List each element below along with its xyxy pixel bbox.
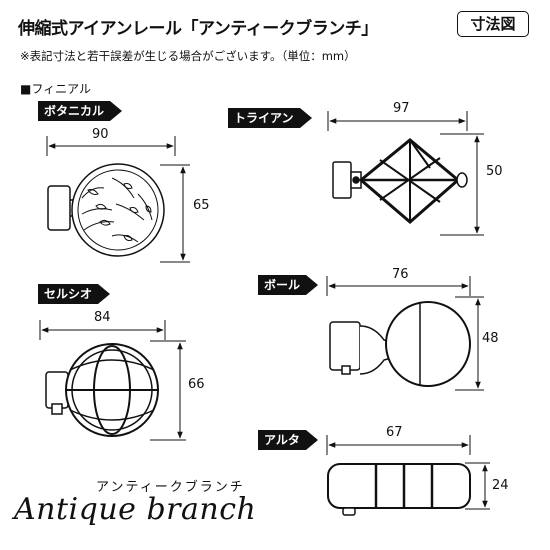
section-label-finial: ■フィニアル — [20, 82, 91, 96]
trian-dimension-lines — [327, 111, 484, 236]
alta-width-value: 67 — [386, 425, 403, 440]
trian-height-value: 50 — [486, 164, 503, 179]
tag-ball: ボール — [258, 275, 319, 295]
tag-botanical: ボタニカル — [38, 101, 123, 121]
ball-dimension-lines — [326, 276, 484, 391]
tag-celsio: セルシオ — [38, 284, 111, 304]
ball-height-value: 48 — [482, 331, 499, 346]
botanical-finial — [47, 163, 165, 257]
brand-logo-english: Antique branch — [14, 492, 257, 527]
trian-width-value: 97 — [393, 101, 410, 116]
botanical-height-value: 65 — [193, 198, 210, 213]
tag-alta: アルタ — [258, 430, 318, 450]
tolerance-note: ※表記寸法と若干誤差が生じる場合がございます。（単位：mm） — [20, 49, 356, 63]
botanical-width-value: 90 — [92, 127, 109, 142]
page-title: 伸縮式アイアンレール「アンティークブランチ」 — [18, 19, 378, 39]
tag-trian: トライアン — [228, 108, 311, 128]
celsio-height-value: 66 — [188, 377, 205, 392]
celsio-dimension-lines — [39, 320, 186, 441]
celsio-finial — [45, 343, 159, 437]
dimension-diagram-label: 寸法図 — [457, 11, 529, 37]
botanical-dimension-lines — [46, 136, 190, 263]
celsio-width-value: 84 — [94, 310, 111, 325]
brand-name-japanese: アンティークブランチ — [96, 480, 245, 495]
ball-width-value: 76 — [392, 267, 409, 282]
ball-finial — [329, 301, 471, 387]
alta-height-value: 24 — [492, 478, 509, 493]
alta-dimension-lines — [326, 435, 490, 510]
alta-finial — [327, 463, 471, 516]
trian-finial — [332, 138, 468, 224]
